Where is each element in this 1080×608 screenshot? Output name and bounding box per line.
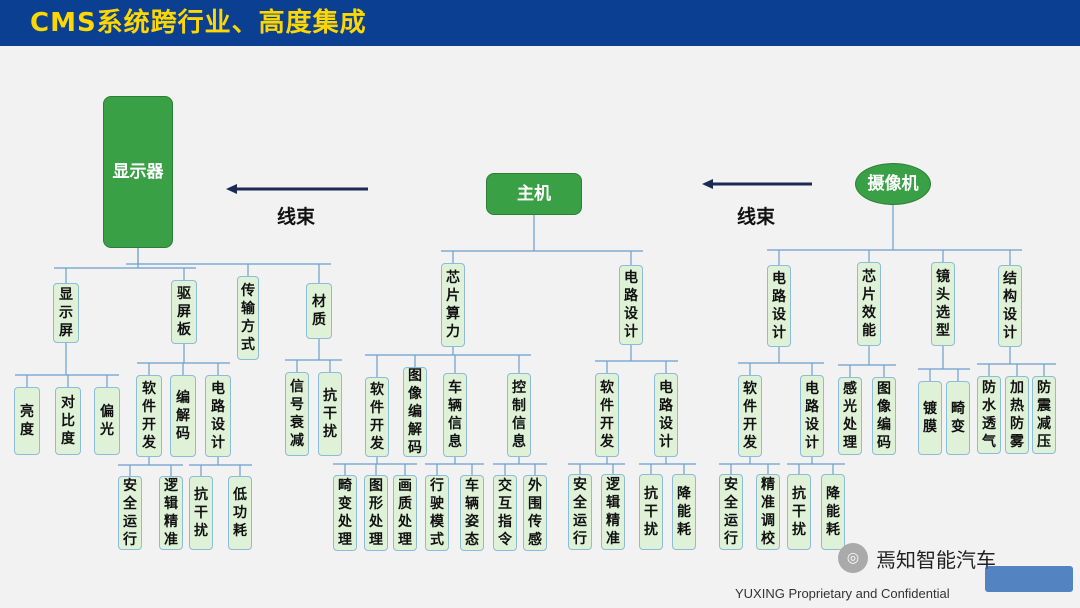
watermark: ◎ 焉知智能汽车 bbox=[838, 543, 996, 573]
node-d2: 驱屏板 bbox=[171, 280, 197, 344]
node-d2a2: 逻辑精准 bbox=[159, 476, 183, 550]
node-h2b2: 降能耗 bbox=[672, 474, 696, 550]
node-d2c: 电路设计 bbox=[205, 375, 231, 457]
company-logo bbox=[985, 566, 1073, 592]
node-d2c1: 抗干扰 bbox=[189, 476, 213, 550]
node-c2b: 图像编码 bbox=[872, 377, 896, 455]
node-c4: 结构设计 bbox=[998, 265, 1022, 347]
node-host: 主机 bbox=[486, 173, 582, 215]
node-c3b: 畸变 bbox=[946, 381, 970, 455]
node-h1: 芯片算力 bbox=[441, 263, 465, 347]
node-c2: 芯片效能 bbox=[857, 262, 881, 346]
node-h1d2: 外围传感 bbox=[523, 475, 547, 551]
page-title: CMS系统跨行业、高度集成 bbox=[30, 8, 367, 38]
node-h1a2: 图形处理 bbox=[364, 475, 388, 551]
harness-arrow-left-head bbox=[226, 184, 237, 194]
node-d4a: 信号衰减 bbox=[285, 372, 309, 456]
node-d2a1: 安全运行 bbox=[118, 476, 142, 550]
node-d2b: 编解码 bbox=[170, 375, 196, 457]
node-h2b: 电路设计 bbox=[654, 373, 678, 457]
node-h2a: 软件开发 bbox=[595, 373, 619, 457]
node-d3: 传输方式 bbox=[237, 276, 259, 360]
header-bar: CMS系统跨行业、高度集成 bbox=[0, 0, 1080, 46]
watermark-text: 焉知智能汽车 bbox=[876, 547, 996, 572]
node-c1b1: 抗干扰 bbox=[787, 474, 811, 550]
node-d2c2: 低功耗 bbox=[228, 476, 252, 550]
node-c4b: 加热防雾 bbox=[1005, 376, 1029, 454]
node-h1d: 控制信息 bbox=[507, 373, 531, 457]
node-c1a: 软件开发 bbox=[738, 375, 762, 457]
node-c1a1: 安全运行 bbox=[719, 474, 743, 550]
node-display: 显示器 bbox=[103, 96, 173, 248]
harness-label-left: 线束 bbox=[277, 206, 316, 228]
node-h1d1: 交互指令 bbox=[493, 475, 517, 551]
node-d4: 材质 bbox=[306, 283, 332, 339]
node-h2: 电路设计 bbox=[619, 265, 643, 345]
node-c3a: 镀膜 bbox=[918, 381, 942, 455]
node-c4a: 防水透气 bbox=[977, 376, 1001, 454]
node-c3: 镜头选型 bbox=[931, 262, 955, 346]
harness-arrow-right-head bbox=[702, 179, 713, 189]
node-d1a: 亮度 bbox=[14, 387, 40, 455]
harness-label-right: 线束 bbox=[737, 206, 776, 228]
footer-text: YUXING Proprietary and Confidential bbox=[735, 586, 950, 601]
node-c1b: 电路设计 bbox=[800, 375, 824, 457]
wechat-icon: ◎ bbox=[838, 543, 868, 573]
node-c1a2: 精准调校 bbox=[756, 474, 780, 550]
node-d1: 显示屏 bbox=[53, 283, 79, 343]
node-c2a: 感光处理 bbox=[838, 377, 862, 455]
node-d1b: 对比度 bbox=[55, 387, 81, 455]
node-h1c2: 车辆姿态 bbox=[460, 475, 484, 551]
node-c1: 电路设计 bbox=[767, 265, 791, 347]
node-c4c: 防震减压 bbox=[1032, 376, 1056, 454]
node-h2a2: 逻辑精准 bbox=[601, 474, 625, 550]
node-c1b2: 降能耗 bbox=[821, 474, 845, 550]
node-d2a: 软件开发 bbox=[136, 375, 162, 457]
node-h2a1: 安全运行 bbox=[568, 474, 592, 550]
node-h1c: 车辆信息 bbox=[443, 373, 467, 457]
node-h1a1: 畸变处理 bbox=[333, 475, 357, 551]
node-h1b: 图像编解码 bbox=[403, 367, 427, 457]
node-d4b: 抗干扰 bbox=[318, 372, 342, 456]
node-h1c1: 行驶模式 bbox=[425, 475, 449, 551]
node-h1a3: 画质处理 bbox=[393, 475, 417, 551]
node-h1a: 软件开发 bbox=[365, 377, 389, 457]
node-d1c: 偏光 bbox=[94, 387, 120, 455]
node-camera: 摄像机 bbox=[855, 163, 931, 205]
node-h2b1: 抗干扰 bbox=[639, 474, 663, 550]
